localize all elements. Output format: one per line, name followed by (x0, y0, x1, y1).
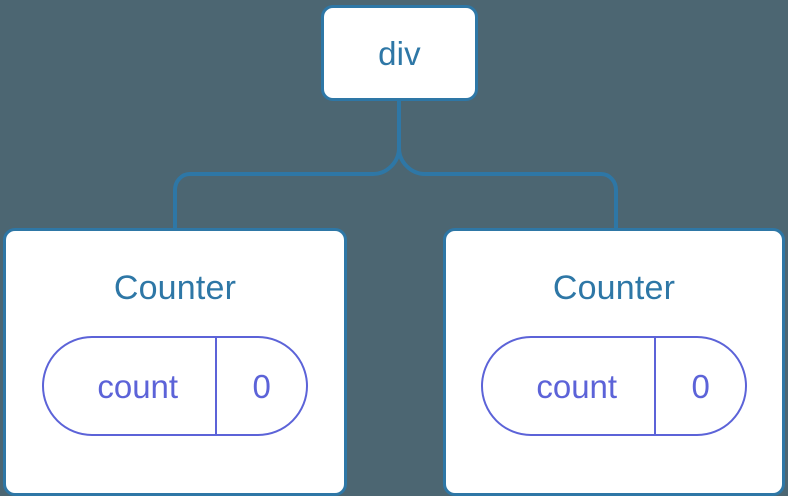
node-counter-right[interactable]: Counter count 0 (443, 228, 785, 496)
connector-root-stem (397, 98, 618, 231)
state-pill-left[interactable]: count 0 (42, 336, 308, 436)
state-key-right: count (483, 338, 657, 434)
state-key-left: count (44, 338, 218, 434)
node-root-div[interactable]: div (321, 5, 478, 101)
state-pill-right[interactable]: count 0 (481, 336, 747, 436)
state-value-right: 0 (691, 367, 710, 405)
node-root-label: div (378, 34, 421, 72)
node-counter-left-label: Counter (113, 269, 237, 307)
node-counter-left[interactable]: Counter count 0 (3, 228, 347, 496)
state-value-left: 0 (252, 367, 271, 405)
connector-left-branch (173, 146, 401, 231)
node-counter-right-label: Counter (552, 269, 676, 307)
